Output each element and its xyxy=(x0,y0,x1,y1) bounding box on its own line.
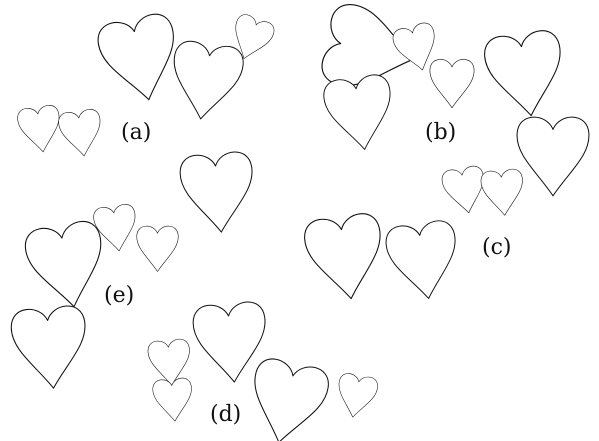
heart-shape xyxy=(166,39,245,124)
figure-c: (c) xyxy=(302,117,589,304)
heart-shape xyxy=(137,226,178,271)
figure-d: (d) xyxy=(147,301,379,441)
label-c: (c) xyxy=(482,235,512,260)
heart-shape xyxy=(384,219,463,304)
heart-shape xyxy=(10,305,91,392)
heart-shape xyxy=(22,219,111,314)
label-b: (b) xyxy=(425,120,456,145)
label-e: (e) xyxy=(104,283,134,308)
heart-shape xyxy=(95,11,186,108)
heart-shape xyxy=(517,117,589,196)
heart-shape xyxy=(440,165,489,217)
heart-shape xyxy=(16,104,63,155)
heart-shape xyxy=(482,28,568,120)
heart-shape xyxy=(322,73,398,154)
figure-a: (a) xyxy=(16,11,276,159)
label-d: (d) xyxy=(210,402,241,427)
heart-shape xyxy=(179,151,258,236)
heart-shape xyxy=(480,168,525,217)
label-a: (a) xyxy=(121,120,151,145)
heart-shape xyxy=(430,59,474,107)
heart-shape xyxy=(334,372,379,420)
heart-shape xyxy=(302,211,388,303)
heart-shape xyxy=(57,108,104,159)
heart-shape xyxy=(152,377,194,423)
heart-shape xyxy=(243,356,332,441)
